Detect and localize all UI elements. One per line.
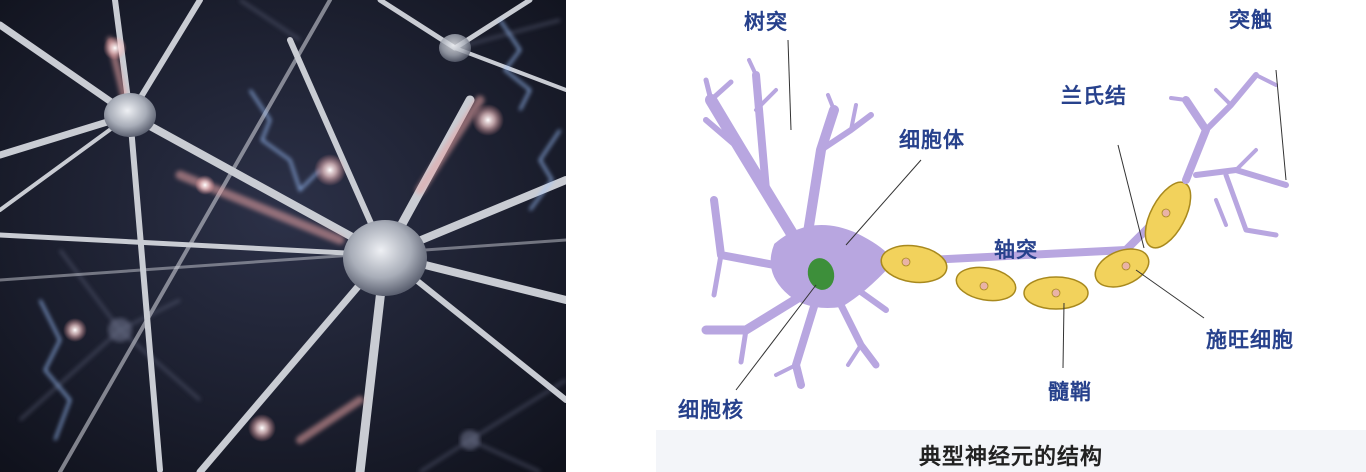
neuron-photo bbox=[0, 0, 566, 472]
cell-body-label: 细胞体 bbox=[899, 128, 965, 152]
neuron-structure-diagram: 树突 突触 兰氏结 细胞体 轴突 施旺细胞 髓鞘 细胞核 典型神经元的结构 bbox=[566, 0, 1366, 472]
diagram-caption: 典型神经元的结构 bbox=[918, 445, 1103, 470]
neuron-photo-illustration bbox=[0, 0, 566, 472]
neuron-structure-illustration bbox=[701, 39, 1289, 391]
axon-label: 轴突 bbox=[994, 238, 1038, 262]
node-of-ranvier-label: 兰氏结 bbox=[1061, 84, 1127, 108]
dendrite-label: 树突 bbox=[744, 10, 788, 34]
nucleus-label: 细胞核 bbox=[678, 398, 744, 422]
caption-bar: 典型神经元的结构 bbox=[656, 430, 1366, 472]
myelin-sheath-label: 髓鞘 bbox=[1048, 380, 1092, 404]
schwann-cell-label: 施旺细胞 bbox=[1206, 328, 1294, 352]
synapse-label: 突触 bbox=[1229, 8, 1273, 32]
